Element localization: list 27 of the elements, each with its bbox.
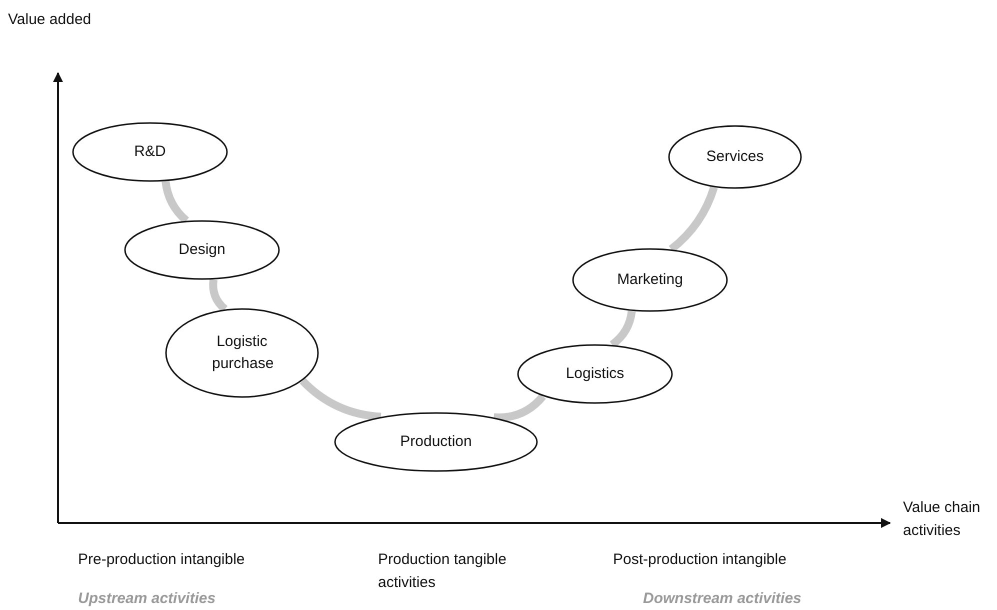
group-label: Upstream activities <box>78 589 216 609</box>
activity-ellipse <box>165 308 319 398</box>
curve-segment <box>300 378 382 421</box>
activity-ellipse <box>72 122 228 182</box>
activity-label: Marketing <box>617 270 683 290</box>
activity-label: Services <box>706 146 764 167</box>
activity-label: Logistics <box>566 364 624 384</box>
activity-ellipse <box>334 412 538 472</box>
curve-segment <box>209 279 228 312</box>
category-label: Pre-production intangible <box>78 550 245 570</box>
activity-label: Production <box>400 432 472 452</box>
curve-segment <box>668 186 718 252</box>
curve-segment <box>162 180 190 224</box>
activity-label: Design <box>178 240 226 260</box>
curve-segment <box>610 310 636 348</box>
group-label: Downstream activities <box>643 589 802 609</box>
activity-label: Logistic purchase <box>212 332 272 374</box>
activity-ellipse <box>517 344 673 404</box>
activity-ellipse <box>124 220 280 280</box>
axis-title: Value chain activities <box>903 498 982 542</box>
activity-ellipse <box>668 125 802 189</box>
axis-title: Value added <box>8 10 92 30</box>
curve-segment <box>494 394 546 422</box>
category-label: Production tangible activities <box>378 550 508 594</box>
category-label: Post-production intangible <box>613 550 786 570</box>
activity-ellipse <box>572 248 728 312</box>
activity-label: R&D <box>134 142 166 162</box>
